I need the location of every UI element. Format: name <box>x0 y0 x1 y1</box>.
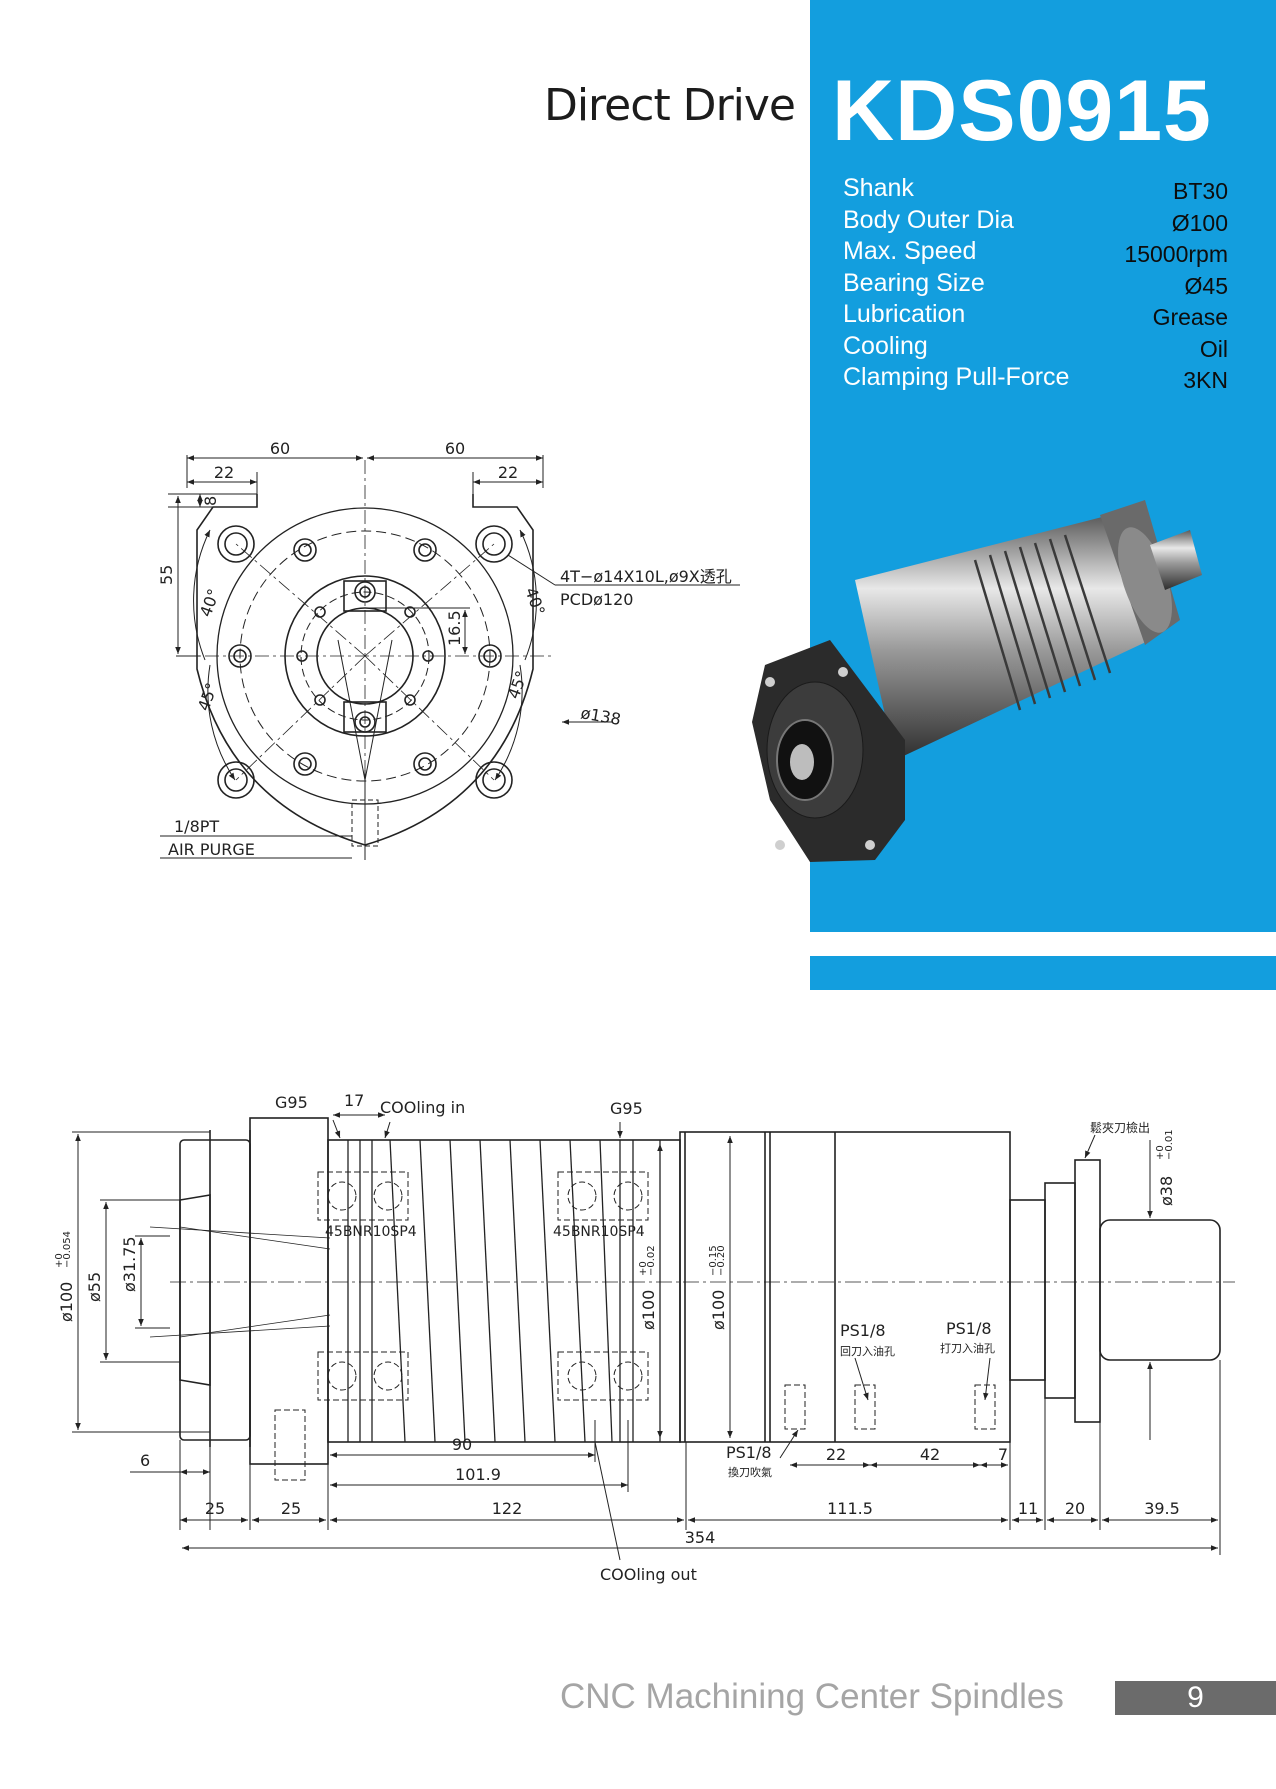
spec-value: 15000rpm <box>1124 241 1228 267</box>
tol-100-left-b: −0.054 <box>62 1231 73 1268</box>
dim-111-5: 111.5 <box>827 1499 873 1518</box>
note-air-1: 1/8PT <box>174 817 219 836</box>
model-title: KDS0915 <box>832 63 1212 159</box>
dim-354: 354 <box>685 1528 716 1547</box>
cooling-grooves <box>347 1139 661 1443</box>
label-sensor: 鬆夾刀檢出 <box>1090 1120 1150 1135</box>
dim-22-right: 22 <box>498 463 518 482</box>
spec-row-lubrication: Lubrication Grease <box>843 300 1228 332</box>
dim-dia-55: ø55 <box>85 1272 104 1302</box>
spec-table: Shank BT30 Body Outer Dia Ø100 Max. Speed 1… <box>843 174 1228 395</box>
note-air-2: AIR PURGE <box>168 840 255 859</box>
dim-dia-100-right: ø100 <box>709 1290 728 1330</box>
tol-38-b: −0.01 <box>1164 1129 1175 1160</box>
tol-100-left-a: +0 <box>54 1253 65 1268</box>
dim-60-left: 60 <box>270 439 290 458</box>
side-view <box>72 1112 1235 1561</box>
spec-label: Max. Speed <box>843 237 977 265</box>
spec-row-shank: Shank BT30 <box>843 174 1228 206</box>
label-cooling-out: COOling out <box>600 1565 697 1584</box>
spec-value: Ø100 <box>1171 209 1228 236</box>
tol-mid-b: −0.02 <box>646 1245 657 1276</box>
dim-dia-38: ø38 <box>1157 1176 1176 1206</box>
label-bearing-left: 45BNR10SP4 <box>325 1224 417 1240</box>
dim-dia-31-75: ø31.75 <box>120 1236 139 1292</box>
spec-value: Grease <box>1152 304 1228 330</box>
label-g95-right: G95 <box>610 1099 643 1118</box>
tol-right-b: −0.20 <box>716 1245 727 1276</box>
spec-row-cooling: Cooling Oil <box>843 332 1228 364</box>
dim-90: 90 <box>452 1435 472 1454</box>
spec-label: Clamping Pull-Force <box>843 363 1070 391</box>
note-dia-138: ø138 <box>579 703 622 729</box>
angle-45-right: 45° <box>504 668 532 701</box>
spec-value: Oil <box>1199 335 1228 362</box>
spec-label: Lubrication <box>843 300 966 328</box>
dim-60-right: 60 <box>445 439 465 458</box>
dim-39-5: 39.5 <box>1144 1499 1180 1518</box>
dim-dia-100-mid: ø100 <box>639 1290 658 1330</box>
front-view <box>160 455 740 860</box>
angle-40-right: 40° <box>521 585 549 618</box>
label-g95-left: G95 <box>275 1093 308 1112</box>
dim-16-5: 16.5 <box>445 610 464 646</box>
footer-title: CNC Machining Center Spindles <box>560 1677 1064 1716</box>
spec-value: 3KN <box>1183 367 1228 393</box>
accent-bar <box>810 956 1276 990</box>
note-pcd: PCDø120 <box>560 590 633 609</box>
dim-dia-100-left: ø100 <box>57 1282 76 1322</box>
spec-label: Shank <box>843 174 914 202</box>
spec-row-pull-force: Clamping Pull-Force 3KN <box>843 363 1228 395</box>
dim-7: 7 <box>998 1445 1008 1464</box>
angle-40-left: 40° <box>196 586 224 619</box>
spec-label: Bearing Size <box>843 268 985 297</box>
spec-row-speed: Max. Speed 15000rpm <box>843 237 1228 269</box>
dimension-lines <box>72 1112 1221 1561</box>
bearings <box>274 1171 996 1481</box>
spec-label: Cooling <box>843 331 928 360</box>
dim-42: 42 <box>920 1445 940 1464</box>
label-bearing-right: 45BNR10SP4 <box>553 1224 645 1240</box>
label-ps-right: PS1/8 <box>946 1319 992 1338</box>
dim-55: 55 <box>157 565 176 585</box>
label-ps-left-note: 回刀入油孔 <box>840 1344 895 1358</box>
dim-20: 20 <box>1065 1499 1085 1518</box>
series-title: Direct Drive <box>543 80 796 131</box>
spec-label: Body Outer Dia <box>843 205 1014 234</box>
dim-122: 122 <box>492 1499 523 1518</box>
dim-11: 11 <box>1018 1499 1038 1518</box>
spindle-photo <box>752 500 1202 862</box>
side-view-labels: G95 G95 17 COOling in 45BNR10SP4 45BNR10… <box>54 1091 1180 1584</box>
dim-25-b: 25 <box>281 1499 301 1518</box>
dim-25-a: 25 <box>205 1499 225 1518</box>
dim-22-left: 22 <box>214 463 234 482</box>
spec-value: BT30 <box>1173 178 1228 204</box>
spec-row-bearing: Bearing Size Ø45 <box>843 269 1228 301</box>
label-ps-bottom-note: 換刀吹氣 <box>728 1465 772 1479</box>
dim-101-9: 101.9 <box>455 1465 501 1484</box>
dim-6: 6 <box>140 1451 150 1470</box>
label-ps-bottom: PS1/8 <box>726 1443 772 1462</box>
spec-value: Ø45 <box>1184 272 1228 299</box>
tol-38-a: +0 <box>1155 1145 1166 1160</box>
dim-8: 8 <box>201 496 220 506</box>
label-cooling-in: COOling in <box>380 1098 465 1117</box>
dim-17: 17 <box>344 1091 364 1110</box>
spec-row-body-dia: Body Outer Dia Ø100 <box>843 206 1228 238</box>
tol-right-a: −0.15 <box>708 1245 719 1276</box>
note-holes: 4T−ø14X10L,ø9X透孔 <box>560 567 732 586</box>
tol-mid-a: +0 <box>638 1261 649 1276</box>
angle-45-left: 45° <box>194 680 222 713</box>
page-number: 9 <box>1115 1681 1276 1715</box>
label-ps-left: PS1/8 <box>840 1321 886 1340</box>
dim-22: 22 <box>826 1445 846 1464</box>
label-ps-right-note: 打刀入油孔 <box>940 1341 995 1355</box>
